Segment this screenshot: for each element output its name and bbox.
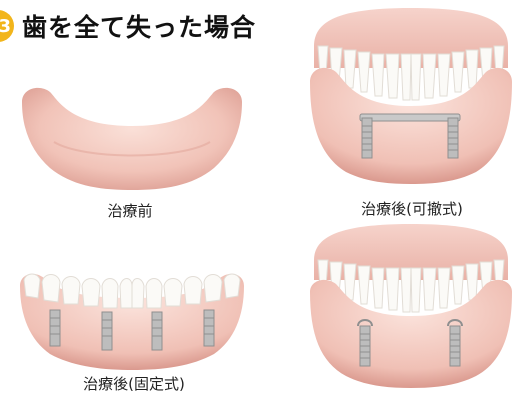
locator-overdenture-illustration bbox=[306, 222, 516, 390]
section-title: 歯を全て失った場合 bbox=[22, 8, 256, 44]
fixed-bridge-illustration bbox=[14, 266, 250, 370]
caption-removable: 治療後(可撤式) bbox=[361, 198, 463, 219]
section-heading: 3 歯を全て失った場合 bbox=[0, 8, 256, 44]
removable-overdenture-illustration bbox=[306, 6, 516, 186]
section-number: 3 bbox=[0, 16, 11, 37]
caption-fixed: 治療後(固定式) bbox=[83, 373, 185, 394]
section-number-badge: 3 bbox=[0, 10, 14, 42]
caption-before-treatment: 治療前 bbox=[107, 200, 152, 221]
before-treatment-illustration bbox=[14, 82, 250, 194]
